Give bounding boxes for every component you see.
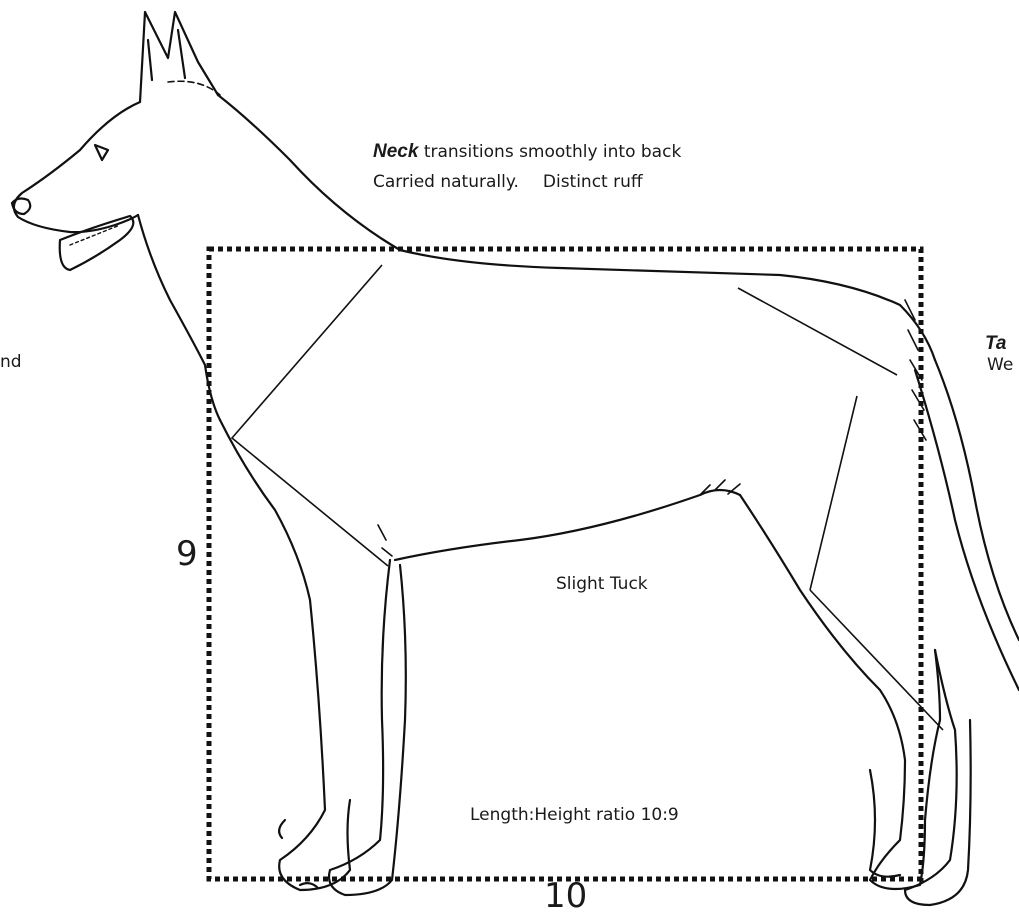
right-edge-title: Ta [985,333,1006,355]
belly [395,490,740,560]
neck-note-text: transitions smoothly into back [418,142,681,162]
height-number: 9 [176,534,198,574]
neck-title: Neck [373,141,418,162]
rear-angle-line-upper [738,288,897,375]
right-edge-text: We [987,355,1013,375]
shoulder-angle-line [232,265,388,566]
ear-left [140,12,218,102]
head-outline [14,102,140,232]
rear-angle-line-mid [810,396,857,590]
hind-leg-inner [870,770,900,877]
length-number: 10 [544,876,587,916]
tuck-label: Slight Tuck [556,574,648,594]
front-leg-back [329,560,406,895]
proportion-box [209,249,921,879]
neck-note-line1: Neck transitions smoothly into back [373,141,681,163]
belly-fur [378,480,740,556]
tail-title: Ta [985,333,1006,354]
ratio-label: Length:Height ratio 10:9 [470,805,679,825]
tail [915,360,1019,690]
neck-ruff-text: Distinct ruff [543,172,643,192]
throat [138,215,220,420]
eye [95,145,108,160]
mouth [60,216,134,270]
ear-base-dashed [168,81,220,95]
neck-carried-text: Carried naturally. [373,172,519,192]
hind-leg-front [740,495,940,889]
left-edge-text: nd [0,352,22,372]
neck-note-line2: Carried naturally. Distinct ruff [373,172,643,192]
neck-top [218,95,935,360]
